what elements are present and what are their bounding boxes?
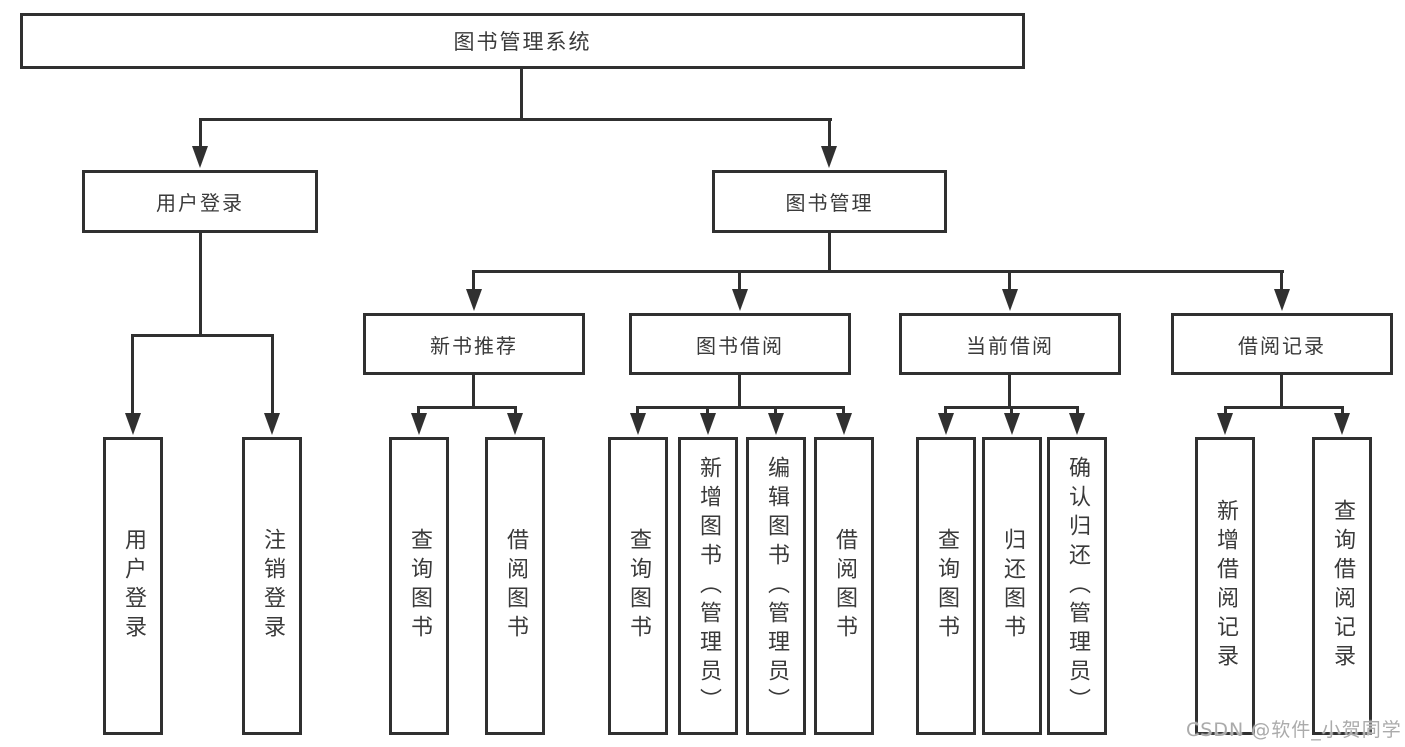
node-new-book-recommend: 新书推荐 bbox=[363, 313, 585, 375]
connector-line bbox=[828, 118, 831, 150]
leaf-user-login: 用户登录 bbox=[103, 437, 163, 735]
leaf-current-query-book-label: 查询图书 bbox=[934, 528, 959, 644]
node-root-label: 图书管理系统 bbox=[453, 30, 592, 54]
connector-line bbox=[738, 375, 741, 409]
leaf-bookborrow-add-book-admin: 新增图书（管理员） bbox=[678, 437, 738, 735]
node-borrow-records: 借阅记录 bbox=[1171, 313, 1393, 375]
connector-line bbox=[472, 270, 475, 294]
leaf-current-confirm-return-admin: 确认归还（管理员） bbox=[1047, 437, 1107, 735]
connector-line bbox=[636, 406, 639, 418]
leaf-records-add-record-label: 新增借阅记录 bbox=[1213, 499, 1238, 673]
arrowhead-icon bbox=[768, 413, 784, 435]
leaf-records-add-record: 新增借阅记录 bbox=[1195, 437, 1255, 735]
leaf-newbook-query-book: 查询图书 bbox=[389, 437, 449, 735]
leaf-bookborrow-borrow-book-label: 借阅图书 bbox=[832, 528, 857, 644]
leaf-newbook-query-book-label: 查询图书 bbox=[407, 528, 432, 644]
leaf-current-return-book: 归还图书 bbox=[982, 437, 1042, 735]
connector-line bbox=[1076, 406, 1079, 418]
leaf-logout: 注销登录 bbox=[242, 437, 302, 735]
connector-line bbox=[417, 406, 517, 409]
node-current-borrow-label: 当前借阅 bbox=[966, 333, 1054, 358]
connector-line bbox=[1008, 270, 1011, 294]
connector-line bbox=[1224, 406, 1227, 418]
arrowhead-icon bbox=[1004, 413, 1020, 435]
node-book-borrow-label: 图书借阅 bbox=[696, 333, 784, 358]
arrowhead-icon bbox=[732, 289, 748, 311]
arrowhead-icon bbox=[125, 413, 141, 435]
leaf-current-confirm-return-admin-label: 确认归还（管理员） bbox=[1065, 455, 1090, 717]
node-user-login-label: 用户登录 bbox=[156, 191, 244, 215]
leaf-current-return-book-label: 归还图书 bbox=[1000, 528, 1025, 644]
connector-line bbox=[828, 233, 831, 273]
connector-line bbox=[472, 375, 475, 409]
node-book-management-label: 图书管理 bbox=[785, 191, 874, 215]
node-user-login: 用户登录 bbox=[82, 170, 318, 233]
connector-line bbox=[1280, 375, 1283, 409]
connector-line bbox=[1341, 406, 1344, 418]
leaf-logout-label: 注销登录 bbox=[260, 528, 285, 644]
connector-line bbox=[131, 334, 134, 416]
connector-line bbox=[199, 233, 202, 337]
arrowhead-icon bbox=[264, 413, 280, 435]
arrowhead-icon bbox=[630, 413, 646, 435]
leaf-current-query-book: 查询图书 bbox=[916, 437, 976, 735]
arrowhead-icon bbox=[1069, 413, 1085, 435]
leaf-records-query-record-label: 查询借阅记录 bbox=[1330, 499, 1355, 673]
leaf-records-query-record: 查询借阅记录 bbox=[1312, 437, 1372, 735]
arrowhead-icon bbox=[411, 413, 427, 435]
csdn-watermark: CSDN @软件_小贺同学 bbox=[1186, 719, 1402, 741]
connector-line bbox=[1008, 375, 1011, 409]
connector-line bbox=[774, 406, 777, 418]
connector-line bbox=[514, 406, 517, 418]
arrowhead-icon bbox=[1217, 413, 1233, 435]
node-current-borrow: 当前借阅 bbox=[899, 313, 1121, 375]
connector-line bbox=[1280, 270, 1283, 294]
connector-line bbox=[738, 270, 741, 294]
node-book-borrow: 图书借阅 bbox=[629, 313, 851, 375]
arrowhead-icon bbox=[1002, 289, 1018, 311]
arrowhead-icon bbox=[1274, 289, 1290, 311]
connector-line bbox=[199, 118, 832, 121]
node-book-management: 图书管理 bbox=[712, 170, 947, 233]
arrowhead-icon bbox=[1334, 413, 1350, 435]
connector-line bbox=[199, 118, 202, 150]
leaf-bookborrow-query-book-label: 查询图书 bbox=[626, 528, 651, 644]
arrowhead-icon bbox=[507, 413, 523, 435]
leaf-user-login-label: 用户登录 bbox=[121, 528, 146, 644]
connector-line bbox=[842, 406, 845, 418]
leaf-bookborrow-borrow-book: 借阅图书 bbox=[814, 437, 874, 735]
arrowhead-icon bbox=[821, 146, 837, 168]
leaf-bookborrow-query-book: 查询图书 bbox=[608, 437, 668, 735]
arrowhead-icon bbox=[192, 146, 208, 168]
node-new-book-recommend-label: 新书推荐 bbox=[430, 333, 518, 358]
arrowhead-icon bbox=[466, 289, 482, 311]
connector-line bbox=[706, 406, 709, 418]
connector-line bbox=[1224, 406, 1344, 409]
connector-line bbox=[1010, 406, 1013, 418]
connector-line bbox=[472, 270, 1284, 273]
leaf-bookborrow-edit-book-admin-label: 编辑图书（管理员） bbox=[764, 455, 789, 717]
connector-line bbox=[636, 406, 845, 409]
leaf-newbook-borrow-book-label: 借阅图书 bbox=[503, 528, 528, 644]
connector-line bbox=[520, 69, 523, 120]
connector-line bbox=[944, 406, 947, 418]
leaf-bookborrow-edit-book-admin: 编辑图书（管理员） bbox=[746, 437, 806, 735]
connector-line bbox=[417, 406, 420, 418]
arrowhead-icon bbox=[836, 413, 852, 435]
connector-line bbox=[131, 334, 274, 337]
node-root: 图书管理系统 bbox=[20, 13, 1025, 69]
node-borrow-records-label: 借阅记录 bbox=[1238, 333, 1326, 358]
arrowhead-icon bbox=[938, 413, 954, 435]
leaf-newbook-borrow-book: 借阅图书 bbox=[485, 437, 545, 735]
connector-line bbox=[271, 334, 274, 416]
arrowhead-icon bbox=[700, 413, 716, 435]
leaf-bookborrow-add-book-admin-label: 新增图书（管理员） bbox=[696, 455, 721, 717]
